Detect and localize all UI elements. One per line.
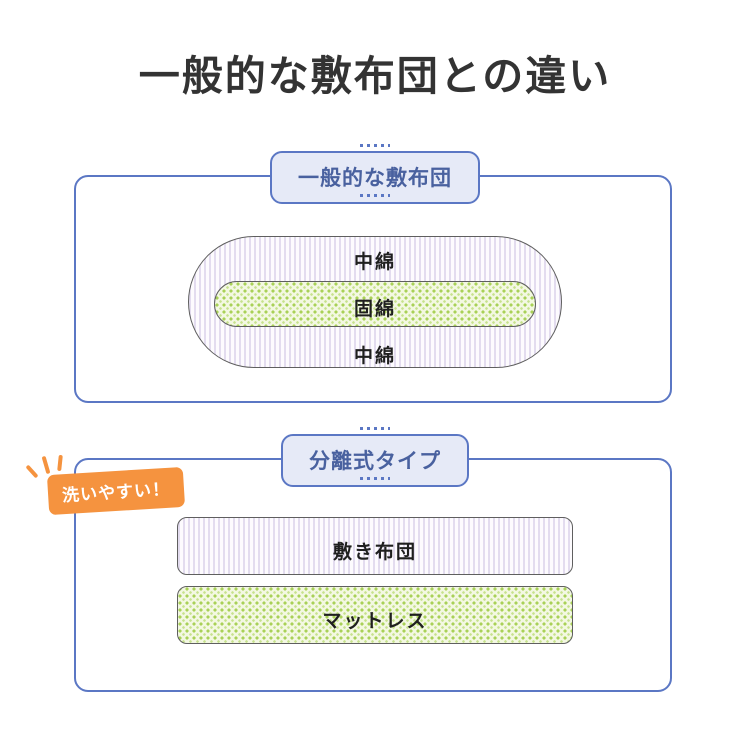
label-mattress: マットレス: [322, 611, 428, 632]
sparkle-line-1: [25, 464, 39, 479]
label-batting-bottom: 中綿: [353, 346, 396, 367]
callout-easy-to-wash: 洗いやすい！: [46, 466, 186, 516]
label-futon-pad: 敷き布団: [332, 542, 417, 563]
sparkle-line-2: [41, 455, 51, 475]
badge-ticks-bottom-2: [360, 477, 390, 480]
layer-inner-firm-cotton: [214, 281, 536, 327]
label-batting-top: 中綿: [353, 252, 396, 273]
label-firm-cotton: 固綿: [353, 299, 396, 320]
badge-ticks-bottom-1: [360, 194, 390, 197]
badge-ticks-top-1: [360, 144, 390, 147]
badge-ticks-top-2: [360, 427, 390, 430]
page-title: 一般的な敷布団との違い: [138, 53, 612, 99]
bar-mattress: [177, 586, 573, 644]
sparkle-line-3: [57, 454, 63, 472]
bar-futon-pad: [177, 517, 573, 575]
